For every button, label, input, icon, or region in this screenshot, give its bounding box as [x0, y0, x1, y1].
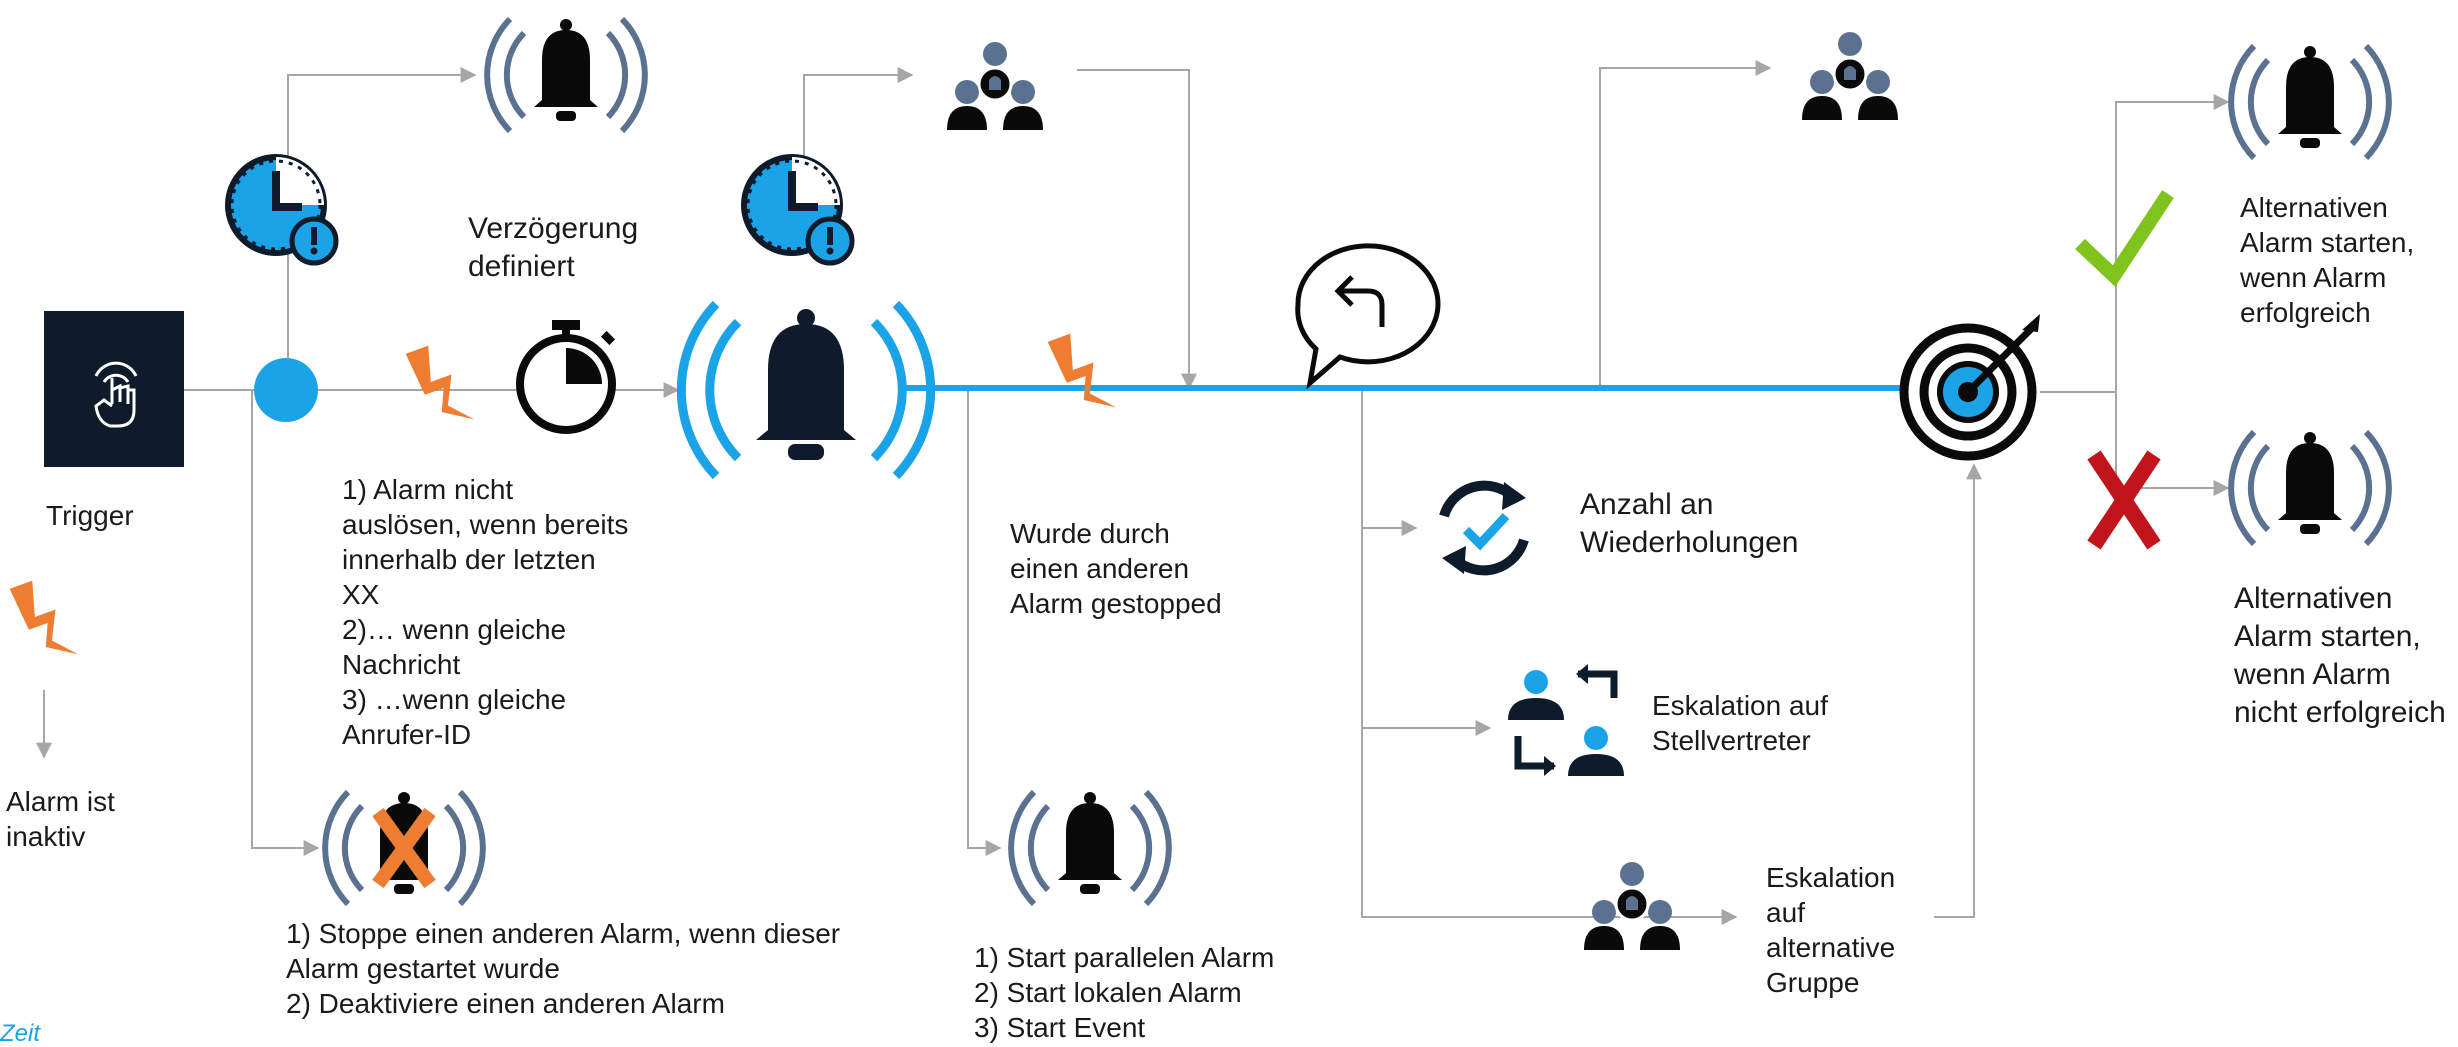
clock-alert-icon — [228, 157, 336, 263]
label-repetitions: Anzahl an Wiederholungen — [1580, 488, 1799, 559]
label-stop-other-alarm: 1) Stoppe einen anderen Alarm, wenn dies… — [286, 918, 841, 1019]
label-trigger: Trigger — [46, 500, 134, 531]
bell-icon — [2231, 46, 2389, 158]
junction-node — [254, 358, 318, 422]
label-escalation-group: Eskalation auf alternative Gruppe — [1766, 862, 1896, 998]
lightning-icon — [405, 339, 475, 434]
touch-hand-icon — [44, 311, 184, 467]
label-suppress-conditions: 1) Alarm nicht auslösen, wenn bereits in… — [342, 474, 629, 750]
label-alt-alarm-failure: Alternativen Alarm starten, wenn Alarm n… — [2234, 582, 2446, 729]
repeat-icon — [1439, 480, 1529, 576]
lightning-icon — [9, 574, 79, 669]
label-alt-alarm-success: Alternativen Alarm starten, wenn Alarm e… — [2240, 192, 2415, 328]
bell-icon — [1011, 792, 1169, 904]
cancelled-bell-icon — [325, 792, 483, 904]
label-time-axis: Zeit — [0, 1020, 41, 1047]
stopwatch-icon — [516, 320, 616, 434]
deputy-swap-icon — [1508, 664, 1624, 776]
label-delay-defined: Verzögerung definiert — [468, 212, 639, 283]
label-alarm-inactive: Alarm ist inaktiv — [6, 786, 115, 852]
main-bell-icon — [676, 300, 936, 480]
group-icon — [945, 40, 1045, 132]
label-start-actions: 1) Start parallelen Alarm 2) Start lokal… — [974, 942, 1275, 1043]
bell-icon — [2231, 432, 2389, 544]
cross-icon — [2087, 450, 2161, 550]
reply-bubble-icon — [1295, 243, 1441, 390]
label-stopped-by-other: Wurde durch einen anderen Alarm gestoppe… — [1010, 518, 1222, 619]
check-icon — [2075, 190, 2174, 287]
bell-icon — [487, 19, 645, 131]
group-icon — [1582, 860, 1682, 952]
lightning-icon — [1047, 327, 1117, 422]
group-icon — [1800, 30, 1900, 122]
label-escalation-deputy: Eskalation auf Stellvertreter — [1652, 690, 1828, 756]
target-icon — [1899, 314, 2040, 461]
clock-alert-icon — [744, 157, 852, 263]
